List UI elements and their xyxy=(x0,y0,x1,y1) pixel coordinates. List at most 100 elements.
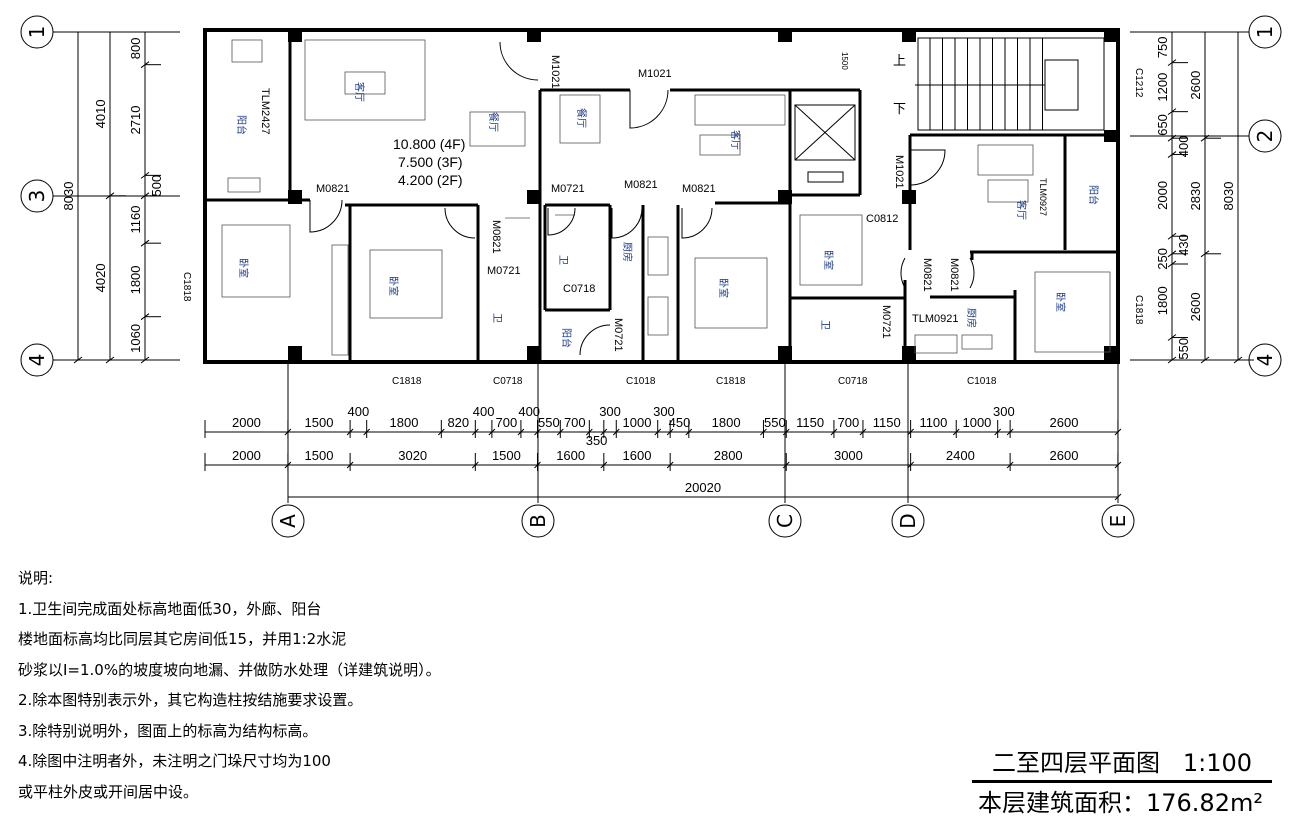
dimension-value: 400 xyxy=(348,404,370,419)
dimension-value: 820 xyxy=(447,415,469,430)
room-balcony: 阳台 xyxy=(235,115,248,135)
window-label: C1818 xyxy=(392,376,422,387)
dimension-tick-mark xyxy=(600,428,608,436)
window-label: C0718 xyxy=(838,376,868,387)
structural-columns xyxy=(288,30,1118,362)
dimension-tick-mark xyxy=(471,428,479,436)
dimension-value: 3000 xyxy=(834,448,863,463)
dimension-value: 3020 xyxy=(398,448,427,463)
door-label: M1021 xyxy=(638,68,672,80)
floor-area: 本层建筑面积：176.82m² xyxy=(978,789,1263,817)
design-notes: 说明: 1.卫生间完成面处标高地面低30，外廊、阳台 楼地面标高均比同层其它房间… xyxy=(18,563,441,807)
dimension-value: 550 xyxy=(538,415,560,430)
dimension-value: 1160 xyxy=(128,206,143,234)
dimension-tick-mark xyxy=(654,428,662,436)
door-label: M0821 xyxy=(921,258,933,292)
axis-label: 3 xyxy=(25,190,49,203)
dimension-value: 1200 xyxy=(1155,73,1170,102)
room-living: 客厅 xyxy=(729,130,742,150)
dimension-tick-mark xyxy=(859,428,867,436)
drawing-title: 二至四层平面图 1:100 xyxy=(972,743,1272,783)
door-label: TLM2427 xyxy=(259,88,271,134)
dimension-tick-mark xyxy=(471,461,479,469)
window-label: C1818 xyxy=(1133,295,1144,325)
room-bedroom: 卧室 xyxy=(237,258,250,278)
dimension-value: 1800 xyxy=(390,415,419,430)
dimension-tick-mark xyxy=(830,428,838,436)
dimension-value: 2600 xyxy=(1188,71,1203,100)
window-label: C1818 xyxy=(181,272,192,302)
stair-down-label: 下 xyxy=(893,102,906,117)
door-label: M0821 xyxy=(624,179,658,191)
door-label: M0721 xyxy=(612,318,624,352)
door-label: M0721 xyxy=(487,265,521,277)
dimension-value: 300 xyxy=(993,404,1015,419)
note-line: 1.卫生间完成面处标高地面低30，外廊、阳台 xyxy=(18,599,322,618)
axis-label: 1 xyxy=(25,26,49,39)
axis-label: 4 xyxy=(1253,354,1277,367)
axis-bubble xyxy=(1101,504,1135,538)
furniture xyxy=(221,39,1111,356)
room-living: 客厅 xyxy=(353,82,366,102)
dimension-tick-mark xyxy=(907,428,914,436)
dimension-tick-mark xyxy=(1006,428,1014,436)
dimension-tick-mark xyxy=(612,428,620,436)
dimension-tick-mark xyxy=(952,428,960,436)
axis-label: 4 xyxy=(25,354,49,367)
dimension-value: 450 xyxy=(669,415,691,430)
door-swings xyxy=(309,41,975,356)
door-label: TLM0927 xyxy=(1038,178,1048,216)
dimension-tick-mark xyxy=(346,428,354,436)
window-label: C0812 xyxy=(866,213,898,225)
dimension-value: 430 xyxy=(1176,234,1191,256)
door-label: M0721 xyxy=(551,183,585,195)
room-bedroom: 卧室 xyxy=(1054,292,1067,312)
axis-label: E xyxy=(1106,515,1130,528)
axis-bubble xyxy=(521,504,555,538)
dimension-value: 1800 xyxy=(128,265,143,294)
dimension-value: 1600 xyxy=(623,448,652,463)
dimension-value: 1100 xyxy=(919,415,947,430)
dimension-value: 800 xyxy=(128,37,143,59)
dimension-value: 2000 xyxy=(1155,181,1170,210)
note-line: 4.除图中注明者外，未注明之门垛尺寸均为100 xyxy=(18,752,331,770)
dimension-tick-mark xyxy=(1006,461,1014,469)
dimension-value: 2830 xyxy=(1188,182,1203,211)
elevator xyxy=(794,104,856,183)
dimension-value: 20020 xyxy=(685,480,721,495)
dimension-tick-mark xyxy=(760,428,767,436)
room-dining: 餐厅 xyxy=(487,112,500,132)
note-line: 砂浆以I=1.0%的坡度坡向地漏、并做防水处理（详建筑说明）。 xyxy=(18,660,441,679)
door-label: M0821 xyxy=(490,220,502,254)
dimension-value: 650 xyxy=(1155,114,1170,136)
dimension-tick-mark xyxy=(685,428,693,436)
dimension-value: 2710 xyxy=(128,106,143,135)
door-label: M0821 xyxy=(682,183,716,195)
dimension-value: 1000 xyxy=(623,415,652,430)
dimension-tick-mark xyxy=(363,428,371,436)
dimension-tick-mark xyxy=(437,428,445,436)
dimension-tick-mark xyxy=(517,428,525,436)
dimension-value: 1060 xyxy=(128,324,143,353)
dimension-value: 350 xyxy=(586,433,608,448)
dimension-value: 2000 xyxy=(232,415,261,430)
window-label: C0718 xyxy=(563,283,595,295)
dimension-value: 2800 xyxy=(714,448,743,463)
dimension-tick-mark xyxy=(666,461,674,469)
window-label: C1018 xyxy=(967,376,997,387)
dimension-tick-mark xyxy=(782,461,790,469)
room-balcony: 阳台 xyxy=(1087,185,1100,205)
dimension-value: 1800 xyxy=(712,415,741,430)
window-label: C0718 xyxy=(493,376,523,387)
dimension-value: 250 xyxy=(1155,248,1170,270)
door-label: M0721 xyxy=(880,305,892,339)
dimension-value: 1600 xyxy=(556,448,585,463)
dimension-value: 300 xyxy=(599,404,621,419)
dimension-tick-mark xyxy=(994,428,1002,436)
door-label: M0821 xyxy=(316,183,350,195)
room-living: 客厅 xyxy=(1015,200,1028,220)
dimension-value: 1150 xyxy=(796,415,824,430)
dimension-value: 550 xyxy=(1176,338,1191,360)
dimension-value: 2600 xyxy=(1188,292,1203,321)
